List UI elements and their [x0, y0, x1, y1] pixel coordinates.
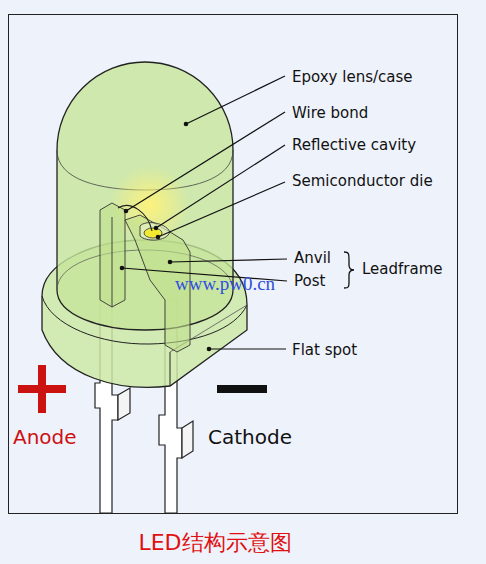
leader-dots — [120, 122, 212, 352]
terminal-label: Cathode — [208, 425, 292, 449]
caption: LED结构示意图 — [138, 530, 291, 556]
part-label: Semiconductor die — [292, 172, 433, 190]
frame — [9, 15, 458, 514]
brace — [344, 252, 354, 288]
part-label: Anvil — [294, 249, 331, 267]
part-label: Post — [294, 272, 325, 290]
part-label: Reflective cavity — [292, 136, 416, 154]
part-label: Epoxy lens/case — [292, 68, 413, 86]
part-label: Wire bond — [292, 104, 368, 122]
leader-lines — [122, 76, 287, 349]
terminal-label: Anode — [13, 425, 77, 449]
watermark: www.pw0.cn — [175, 273, 275, 296]
group-label: Leadframe — [362, 260, 443, 278]
plus-symbol — [18, 365, 66, 413]
part-label: Flat spot — [292, 341, 357, 359]
die-and-wire — [118, 205, 162, 238]
minus-symbol — [217, 385, 267, 393]
